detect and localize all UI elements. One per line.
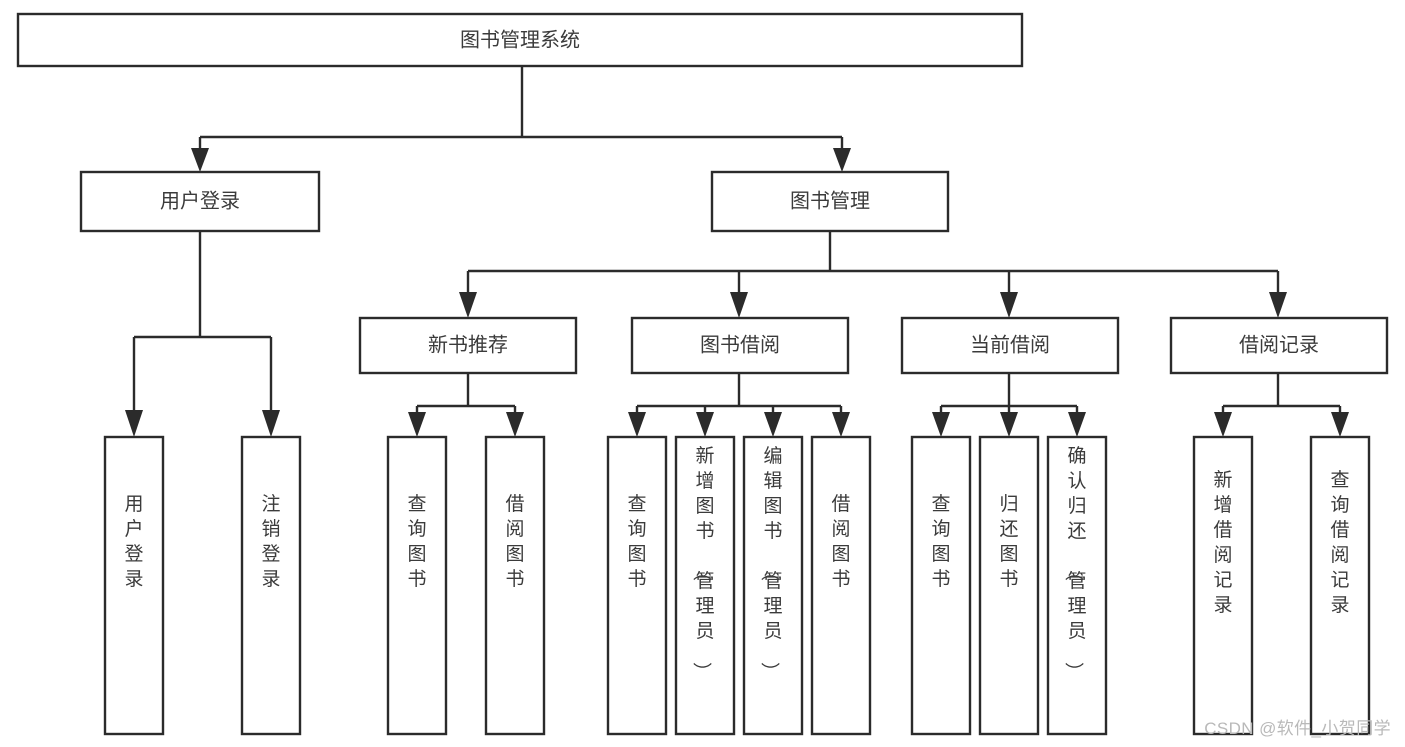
leaf-borrow-edit-book[interactable]: 编辑图书（管理员） bbox=[742, 435, 804, 736]
node-book-borrow-box[interactable] bbox=[630, 316, 850, 375]
leaf-new-book-query[interactable]: 查询图书 bbox=[386, 435, 448, 736]
arrow-head-icon bbox=[1269, 292, 1287, 318]
leaf-user-login-login[interactable]: 用户登录 bbox=[103, 435, 165, 736]
connector-borrow-branch bbox=[628, 373, 850, 437]
node-book-mgmt[interactable]: 图书管理 bbox=[710, 170, 950, 233]
leaf-current-return[interactable]: 归还图书 bbox=[978, 435, 1040, 736]
leaf-box[interactable] bbox=[386, 435, 448, 736]
leaf-label: 查询图书 bbox=[627, 493, 646, 590]
arrow-head-icon bbox=[832, 412, 850, 437]
leaf-label: 借阅图书 bbox=[505, 493, 524, 590]
leaf-label: 注销登录 bbox=[261, 493, 280, 590]
node-root[interactable]: 图书管理系统 bbox=[16, 12, 1024, 68]
connector-current-branch bbox=[932, 373, 1086, 437]
arrow-head-icon bbox=[833, 148, 851, 172]
connector-user-login-branch bbox=[125, 231, 280, 437]
arrow-head-icon bbox=[408, 412, 426, 437]
arrow-head-icon bbox=[730, 292, 748, 318]
arrow-head-icon bbox=[1000, 412, 1018, 437]
node-new-book-recommend[interactable]: 新书推荐 bbox=[358, 316, 578, 375]
leaf-current-confirm-return[interactable]: 确认归还（管理员） bbox=[1046, 435, 1108, 736]
arrow-head-icon bbox=[191, 148, 209, 172]
leaf-box[interactable] bbox=[742, 435, 804, 736]
node-root-box[interactable] bbox=[16, 12, 1024, 68]
leaf-label: 新增图书（管理员） bbox=[690, 445, 714, 681]
node-user-login[interactable]: 用户登录 bbox=[79, 170, 321, 233]
leaf-label: 查询图书 bbox=[407, 493, 426, 590]
arrow-head-icon bbox=[506, 412, 524, 437]
leaf-label: 查询借阅记录 bbox=[1330, 469, 1349, 616]
node-current-borrow-label: 当前借阅 bbox=[970, 333, 1050, 356]
node-borrow-records-label: 借阅记录 bbox=[1239, 333, 1319, 356]
arrow-head-icon bbox=[262, 410, 280, 437]
arrow-head-icon bbox=[1000, 292, 1018, 318]
leaf-box[interactable] bbox=[978, 435, 1040, 736]
leaf-borrow-add-book[interactable]: 新增图书（管理员） bbox=[674, 435, 736, 736]
node-new-book-recommend-label: 新书推荐 bbox=[428, 333, 508, 356]
node-root-label: 图书管理系统 bbox=[460, 28, 580, 51]
csdn-watermark: CSDN @软件_小贺同学 bbox=[1204, 719, 1391, 738]
leaf-user-login-logout[interactable]: 注销登录 bbox=[240, 435, 302, 736]
node-borrow-records[interactable]: 借阅记录 bbox=[1169, 316, 1389, 375]
leaf-records-query[interactable]: 查询借阅记录 bbox=[1309, 435, 1371, 736]
arrow-head-icon bbox=[696, 412, 714, 437]
node-user-login-label: 用户登录 bbox=[160, 189, 240, 212]
arrow-head-icon bbox=[628, 412, 646, 437]
leaf-label: 编辑图书（管理员） bbox=[758, 445, 782, 681]
arrow-head-icon bbox=[459, 292, 477, 318]
leaf-label: 借阅图书 bbox=[831, 493, 850, 590]
leaf-borrow-query[interactable]: 查询图书 bbox=[606, 435, 668, 736]
leaf-new-book-borrow[interactable]: 借阅图书 bbox=[484, 435, 546, 736]
arrow-head-icon bbox=[764, 412, 782, 437]
leaf-box[interactable] bbox=[484, 435, 546, 736]
arrow-head-icon bbox=[932, 412, 950, 437]
arrow-head-icon bbox=[1214, 412, 1232, 437]
arrow-head-icon bbox=[1068, 412, 1086, 437]
node-user-login-box[interactable] bbox=[79, 170, 321, 233]
leaf-label: 归还图书 bbox=[999, 493, 1018, 590]
leaf-label: 用户登录 bbox=[124, 494, 143, 590]
arrow-head-icon bbox=[1331, 412, 1349, 437]
connector-new-book-branch bbox=[408, 373, 524, 437]
arrow-head-icon bbox=[125, 410, 143, 437]
node-current-borrow[interactable]: 当前借阅 bbox=[900, 316, 1120, 375]
leaf-box[interactable] bbox=[240, 435, 302, 736]
leaf-borrow-borrow-book[interactable]: 借阅图书 bbox=[810, 435, 872, 736]
node-borrow-records-box[interactable] bbox=[1169, 316, 1389, 375]
node-book-mgmt-label: 图书管理 bbox=[790, 189, 870, 212]
node-book-mgmt-box[interactable] bbox=[710, 170, 950, 233]
leaf-box[interactable] bbox=[674, 435, 736, 736]
connector-root-stem bbox=[191, 66, 851, 172]
leaf-box[interactable] bbox=[606, 435, 668, 736]
leaf-records-add[interactable]: 新增借阅记录 bbox=[1192, 435, 1254, 736]
leaf-box[interactable] bbox=[1309, 435, 1371, 736]
node-current-borrow-box[interactable] bbox=[900, 316, 1120, 375]
leaf-current-query[interactable]: 查询图书 bbox=[910, 435, 972, 736]
leaf-label: 新增借阅记录 bbox=[1213, 469, 1232, 616]
connector-records-branch bbox=[1214, 373, 1349, 437]
leaf-box[interactable] bbox=[810, 435, 872, 736]
leaf-box[interactable] bbox=[1046, 435, 1108, 736]
leaf-label: 查询图书 bbox=[931, 493, 950, 590]
leaf-box[interactable] bbox=[1192, 435, 1254, 736]
connector-book-mgmt-branch bbox=[459, 231, 1287, 318]
leaf-box[interactable] bbox=[910, 435, 972, 736]
node-new-book-recommend-box[interactable] bbox=[358, 316, 578, 375]
leaf-label: 确认归还（管理员） bbox=[1062, 445, 1086, 681]
leaf-box[interactable] bbox=[103, 435, 165, 736]
node-book-borrow[interactable]: 图书借阅 bbox=[630, 316, 850, 375]
node-book-borrow-label: 图书借阅 bbox=[700, 333, 780, 356]
